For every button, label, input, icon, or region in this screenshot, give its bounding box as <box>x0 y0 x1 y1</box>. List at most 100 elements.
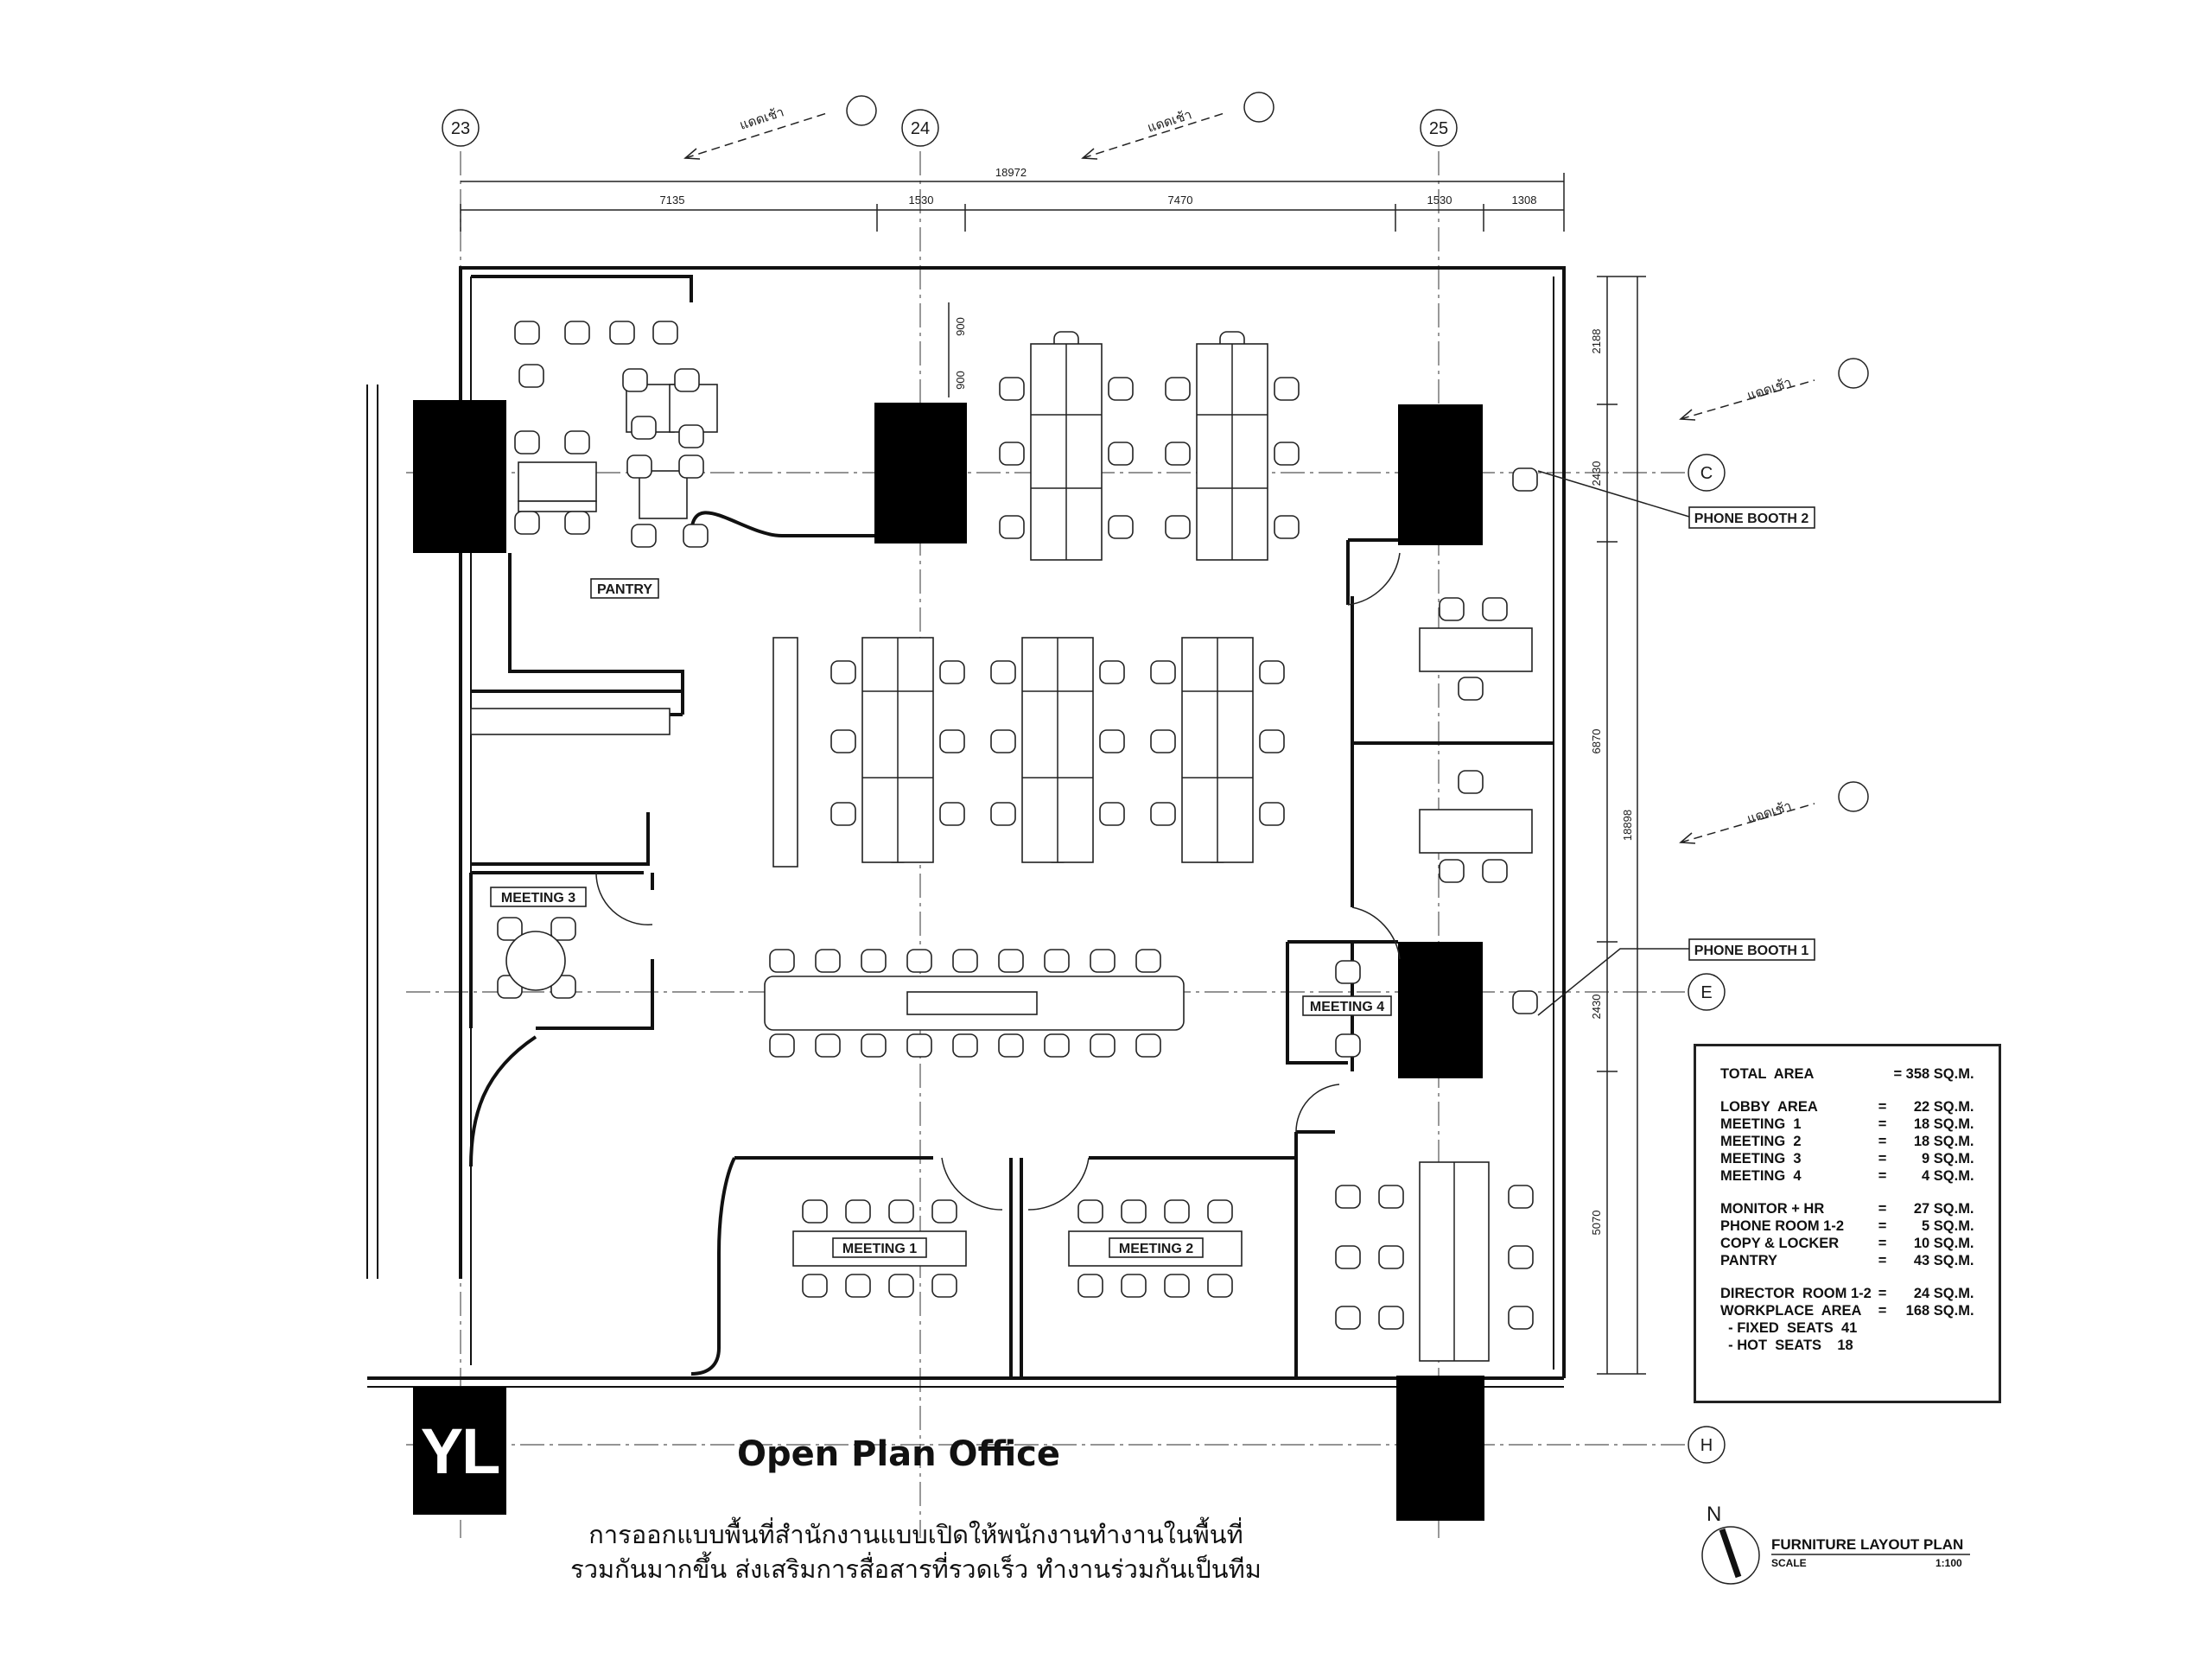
top-dimensions: 18972 7135 1530 7470 1530 1308 <box>460 166 1565 232</box>
chair-icon <box>1335 1306 1361 1330</box>
chair-icon <box>999 515 1025 539</box>
chair-icon <box>952 949 978 973</box>
schedule-row: TOTAL AREA= 358 SQ.M. <box>1717 1065 1978 1083</box>
chair-icon <box>888 1199 914 1224</box>
svg-text:H: H <box>1700 1436 1713 1455</box>
schedule-name: MONITOR + HR <box>1720 1201 1825 1217</box>
description-line-1: การออกแบบพื้นที่สำนักงานแบบเปิดให้พนักงา… <box>588 1520 1243 1549</box>
chair-icon <box>564 511 590 535</box>
svg-text:MEETING 3: MEETING 3 <box>501 891 575 906</box>
area-schedule-table: TOTAL AREA= 358 SQ.M.LOBBY AREA=22 SQ.M.… <box>1717 1065 1978 1354</box>
chair-icon <box>769 1033 795 1058</box>
schedule-row: MEETING 1=18 SQ.M. <box>1717 1116 1978 1133</box>
chair-icon <box>1044 949 1070 973</box>
schedule-sep: = <box>1878 1286 1887 1301</box>
schedule-name: MEETING 1 <box>1720 1116 1802 1132</box>
description-line-2: รวมกันมากขึ้น ส่งเสริมการสื่อสารที่รวดเร… <box>570 1554 1262 1584</box>
meeting-3-table <box>505 931 566 991</box>
schedule-row: MEETING 3=9 SQ.M. <box>1717 1150 1978 1167</box>
schedule-row: - FIXED SEATS 41 <box>1717 1319 1978 1337</box>
chair-icon <box>906 949 932 973</box>
director-desks <box>1419 627 1533 1362</box>
chair-icon <box>631 524 657 548</box>
chair-icon <box>1207 1199 1233 1224</box>
chair-icon <box>845 1199 871 1224</box>
north-arrow-icon: N <box>1701 1503 1760 1585</box>
schedule-row: - HOT SEATS 18 <box>1717 1337 1978 1354</box>
chair-icon <box>1165 515 1191 539</box>
schedule-name: MEETING 3 <box>1720 1151 1802 1166</box>
chair-icon <box>815 1033 841 1058</box>
schedule-sep: = <box>1878 1099 1887 1115</box>
chair-icon <box>678 454 704 479</box>
logo-text: YL <box>420 1414 501 1487</box>
chair-icon <box>990 660 1016 684</box>
svg-text:1530: 1530 <box>909 194 934 207</box>
schedule-name: WORKPLACE AREA <box>1720 1303 1862 1319</box>
schedule-spacer <box>1717 1185 1978 1200</box>
chair-icon <box>1335 1033 1361 1058</box>
chair-icon <box>931 1199 957 1224</box>
workstation-cluster-top-2 <box>1196 343 1268 561</box>
svg-text:2430: 2430 <box>1590 461 1603 486</box>
schedule-value: 27 SQ.M. <box>1913 1201 1974 1217</box>
schedule-row: COPY & LOCKER=10 SQ.M. <box>1717 1235 1978 1252</box>
svg-text:23: 23 <box>451 119 470 138</box>
chair-icon <box>1164 1274 1190 1298</box>
schedule-sep: = <box>1878 1303 1887 1319</box>
schedule-name: LOBBY AREA <box>1720 1099 1818 1115</box>
schedule-row: MEETING 2=18 SQ.M. <box>1717 1133 1978 1150</box>
chair-icon <box>1259 802 1285 826</box>
chair-icon <box>1335 1185 1361 1209</box>
sun-indicator-4: แดดเช้า <box>1679 781 1869 844</box>
svg-text:แดดเช้า: แดดเช้า <box>1745 375 1794 404</box>
chair-icon <box>1378 1306 1404 1330</box>
chair-icon <box>1121 1199 1147 1224</box>
chair-icon <box>1439 597 1465 621</box>
schedule-name: TOTAL AREA <box>1720 1066 1815 1082</box>
sun-indicator-3: แดดเช้า <box>1679 358 1869 421</box>
schedule-sep: = <box>1878 1116 1887 1132</box>
chair-icon <box>1508 1245 1534 1269</box>
svg-text:PHONE BOOTH 2: PHONE BOOTH 2 <box>1694 512 1809 526</box>
chair-icon <box>998 949 1024 973</box>
chair-icon <box>626 454 652 479</box>
chair-icon <box>1044 1033 1070 1058</box>
schedule-sep: = <box>1878 1201 1887 1217</box>
schedule-sep: = <box>1878 1218 1887 1234</box>
chair-icon <box>861 949 887 973</box>
chair-icon <box>1482 597 1508 621</box>
chair-icon <box>990 802 1016 826</box>
chair-icon <box>631 416 657 440</box>
schedule-name: - FIXED SEATS 41 <box>1720 1320 1858 1336</box>
chair-icon <box>1259 660 1285 684</box>
chair-icon <box>1164 1199 1190 1224</box>
chair-icon <box>802 1199 828 1224</box>
schedule-row: PHONE ROOM 1-2 = 5 SQ.M. <box>1717 1217 1978 1235</box>
schedule-name: MEETING 2 <box>1720 1134 1802 1149</box>
chair-icon <box>1108 515 1134 539</box>
chair-icon <box>1378 1245 1404 1269</box>
scale-label: SCALE <box>1771 1557 1807 1569</box>
schedule-name: PHONE ROOM 1-2 <box>1720 1218 1845 1234</box>
chair-icon <box>845 1274 871 1298</box>
svg-text:900: 900 <box>954 317 967 336</box>
chair-icon <box>514 430 540 454</box>
svg-text:1530: 1530 <box>1427 194 1452 207</box>
svg-text:900: 900 <box>954 371 967 390</box>
svg-text:MEETING 2: MEETING 2 <box>1119 1242 1193 1256</box>
chair-icon <box>1150 729 1176 753</box>
schedule-value: 5 SQ.M. <box>1922 1218 1974 1234</box>
chair-icon <box>1207 1274 1233 1298</box>
chair-icon <box>998 1033 1024 1058</box>
brand-logo: YL <box>413 1387 506 1515</box>
workstation-cluster-top-1 <box>1030 343 1103 561</box>
chair-icon <box>990 729 1016 753</box>
chair-icon <box>1439 859 1465 883</box>
workstation-cluster-3 <box>1181 637 1254 863</box>
grid-bubble-h: H <box>1688 1426 1726 1464</box>
svg-text:18898: 18898 <box>1621 810 1634 841</box>
svg-text:แดดเช้า: แดดเช้า <box>1745 798 1794 827</box>
svg-text:2188: 2188 <box>1590 329 1603 354</box>
